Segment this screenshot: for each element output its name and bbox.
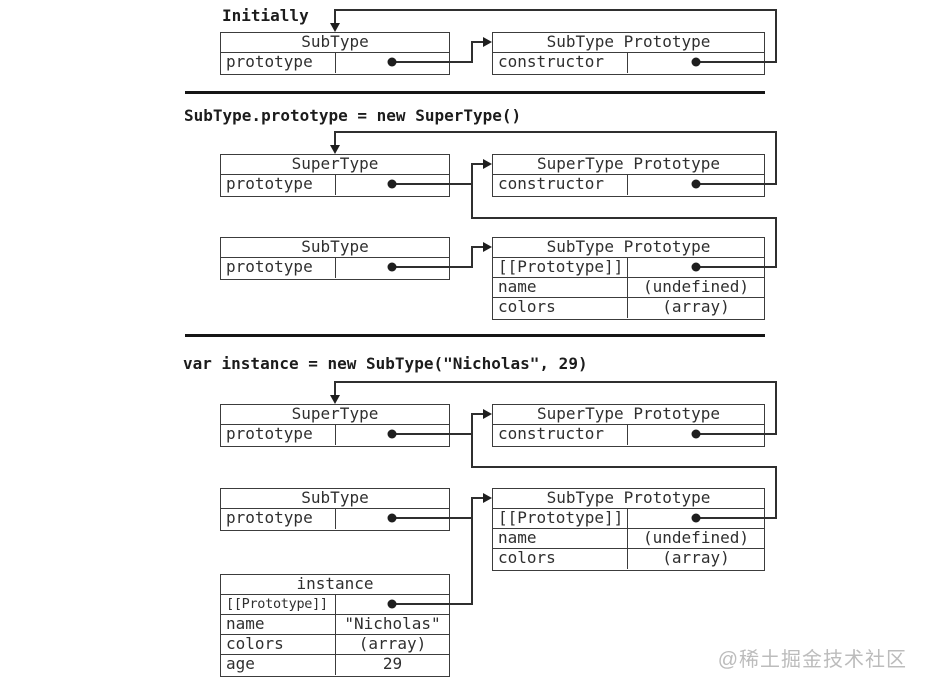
box-row: constructor bbox=[493, 53, 764, 73]
row-label: colors bbox=[221, 635, 336, 654]
row-pointer-cell bbox=[628, 425, 764, 445]
arrowhead-icon bbox=[330, 145, 340, 154]
box-instance: instance[[Prototype]]name "Nicholas" color… bbox=[220, 574, 450, 677]
arrowhead-icon bbox=[483, 37, 492, 47]
box-title: SubType bbox=[221, 238, 449, 258]
row-label: name bbox=[493, 529, 628, 548]
arrowhead-icon bbox=[330, 23, 340, 32]
box-row: constructor bbox=[493, 175, 764, 195]
row-label: prototype bbox=[221, 175, 336, 195]
row-pointer-cell bbox=[336, 53, 449, 73]
arrowhead-icon bbox=[483, 159, 492, 169]
box-row: colors (array) bbox=[493, 298, 764, 318]
row-label: age bbox=[221, 655, 336, 675]
box-title: SubType Prototype bbox=[493, 489, 764, 509]
row-value: "Nicholas" bbox=[344, 614, 441, 633]
row-label: colors bbox=[493, 549, 628, 569]
box-title: SubType Prototype bbox=[493, 238, 764, 258]
box-subtype-prototype-step3: SubType Prototype[[Prototype]]name (undef… bbox=[492, 488, 765, 571]
label-new-instance: var instance = new SubType("Nicholas", 2… bbox=[183, 354, 588, 373]
box-row: name (undefined) bbox=[493, 278, 764, 298]
box-title: SuperType Prototype bbox=[493, 405, 764, 425]
row-label: [[Prototype]] bbox=[221, 595, 336, 614]
box-title: instance bbox=[221, 575, 449, 595]
box-subtype-prototype-step2: SubType Prototype[[Prototype]]name (undef… bbox=[492, 237, 765, 320]
row-label: constructor bbox=[493, 53, 628, 73]
arrowhead-icon bbox=[330, 395, 340, 404]
row-label: [[Prototype]] bbox=[493, 258, 628, 277]
row-label: prototype bbox=[221, 53, 336, 73]
arrowhead-icon bbox=[483, 409, 492, 419]
row-value: (array) bbox=[358, 634, 427, 653]
box-row: name (undefined) bbox=[493, 529, 764, 549]
row-label: constructor bbox=[493, 425, 628, 445]
box-row: colors (array) bbox=[221, 635, 449, 655]
row-pointer-cell bbox=[336, 425, 449, 445]
row-pointer-cell bbox=[628, 258, 764, 277]
box-row: constructor bbox=[493, 425, 764, 445]
box-row: [[Prototype]] bbox=[493, 509, 764, 529]
row-value: (undefined) bbox=[643, 528, 749, 547]
watermark: @稀土掘金技术社区 bbox=[717, 649, 907, 671]
row-label: prototype bbox=[221, 509, 336, 529]
label-assign-prototype: SubType.prototype = new SuperType() bbox=[184, 106, 522, 125]
arrowhead-icon bbox=[483, 493, 492, 503]
row-label: [[Prototype]] bbox=[493, 509, 628, 528]
row-pointer-cell bbox=[336, 258, 449, 278]
box-row: prototype bbox=[221, 175, 449, 195]
row-label: constructor bbox=[493, 175, 628, 195]
separator-1 bbox=[185, 91, 765, 94]
box-row: prototype bbox=[221, 53, 449, 73]
row-label: name bbox=[221, 615, 336, 634]
box-title: SuperType bbox=[221, 405, 449, 425]
row-label: name bbox=[493, 278, 628, 297]
box-row: colors (array) bbox=[493, 549, 764, 569]
row-pointer-cell bbox=[628, 53, 764, 73]
row-label: prototype bbox=[221, 258, 336, 278]
row-pointer-cell bbox=[336, 175, 449, 195]
box-row: name "Nicholas" bbox=[221, 615, 449, 635]
box-row: age 29 bbox=[221, 655, 449, 675]
row-pointer-cell bbox=[336, 509, 449, 529]
box-row: [[Prototype]] bbox=[493, 258, 764, 278]
box-title: SubType bbox=[221, 33, 449, 53]
box-title: SubType Prototype bbox=[493, 33, 764, 53]
box-title: SubType bbox=[221, 489, 449, 509]
box-title: SuperType Prototype bbox=[493, 155, 764, 175]
box-row: [[Prototype]] bbox=[221, 595, 449, 615]
separator-2 bbox=[185, 334, 765, 337]
row-label: prototype bbox=[221, 425, 336, 445]
row-label: colors bbox=[493, 298, 628, 318]
row-value: 29 bbox=[382, 654, 403, 673]
row-pointer-cell bbox=[628, 509, 764, 528]
row-value: (undefined) bbox=[643, 277, 749, 296]
box-row: prototype bbox=[221, 258, 449, 278]
arrowhead-icon bbox=[483, 242, 492, 252]
row-pointer-cell bbox=[628, 175, 764, 195]
box-title: SuperType bbox=[221, 155, 449, 175]
row-pointer-cell bbox=[336, 595, 449, 614]
label-initially: Initially bbox=[222, 6, 309, 25]
row-value: (array) bbox=[662, 297, 730, 316]
box-row: prototype bbox=[221, 425, 449, 445]
box-row: prototype bbox=[221, 509, 449, 529]
row-value: (array) bbox=[662, 548, 730, 567]
